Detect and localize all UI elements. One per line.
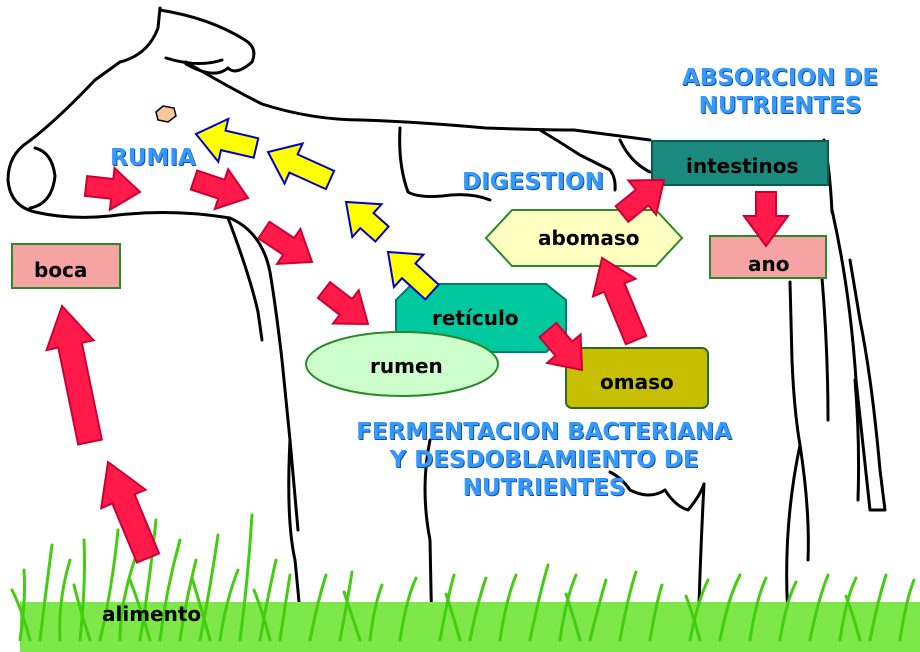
fermentacion-line-1: FERMENTACION BACTERIANA <box>356 419 732 445</box>
intestinos-box <box>651 140 829 186</box>
yellow-arrow-icon <box>266 142 336 191</box>
rumen-ellipse <box>305 331 499 397</box>
red-arrow-icon <box>538 321 584 372</box>
boca-label: boca <box>34 258 88 282</box>
ano-label: ano <box>748 252 790 276</box>
red-arrow-icon <box>257 220 314 266</box>
cow-outline <box>6 6 887 642</box>
red-arrow-icon <box>45 304 103 446</box>
yellow-arrow-icon <box>386 250 441 301</box>
fermentacion-heading: FERMENTACION BACTERIANA Y DESDOBLAMIENTO… <box>326 418 762 502</box>
grass <box>10 513 920 652</box>
boca-box <box>11 243 121 289</box>
yellow-arrow-icon <box>194 117 260 165</box>
red-arrow-icon <box>189 166 250 211</box>
red-arrow-icon <box>316 280 370 326</box>
absorcion-heading: ABSORCION DE NUTRIENTES <box>672 64 888 120</box>
absorcion-line-1: ABSORCION DE <box>681 65 879 91</box>
omaso-box <box>565 347 709 409</box>
rumia-heading: RUMIA <box>110 145 196 171</box>
yellow-arrow-icon <box>344 200 391 243</box>
omaso-label: omaso <box>600 370 674 394</box>
cow-ear-spot <box>155 105 177 123</box>
red-arrow-icon <box>742 191 790 248</box>
digestion-heading: DIGESTION <box>462 169 604 195</box>
fermentacion-line-3: NUTRIENTES <box>462 475 626 501</box>
absorcion-line-2: NUTRIENTES <box>698 93 862 119</box>
alimento-label: alimento <box>102 602 202 626</box>
abomaso-label: abomaso <box>538 226 640 250</box>
intestinos-label: intestinos <box>686 154 799 178</box>
arrows-layer <box>45 117 790 564</box>
red-arrow-icon <box>614 178 666 224</box>
red-arrow-icon <box>99 460 161 564</box>
rumen-label: rumen <box>370 354 443 378</box>
reticulo-label: retículo <box>432 306 519 330</box>
red-arrow-icon <box>591 256 648 346</box>
red-arrow-icon <box>83 165 142 212</box>
fermentacion-line-2: Y DESDOBLAMIENTO DE <box>389 447 699 473</box>
